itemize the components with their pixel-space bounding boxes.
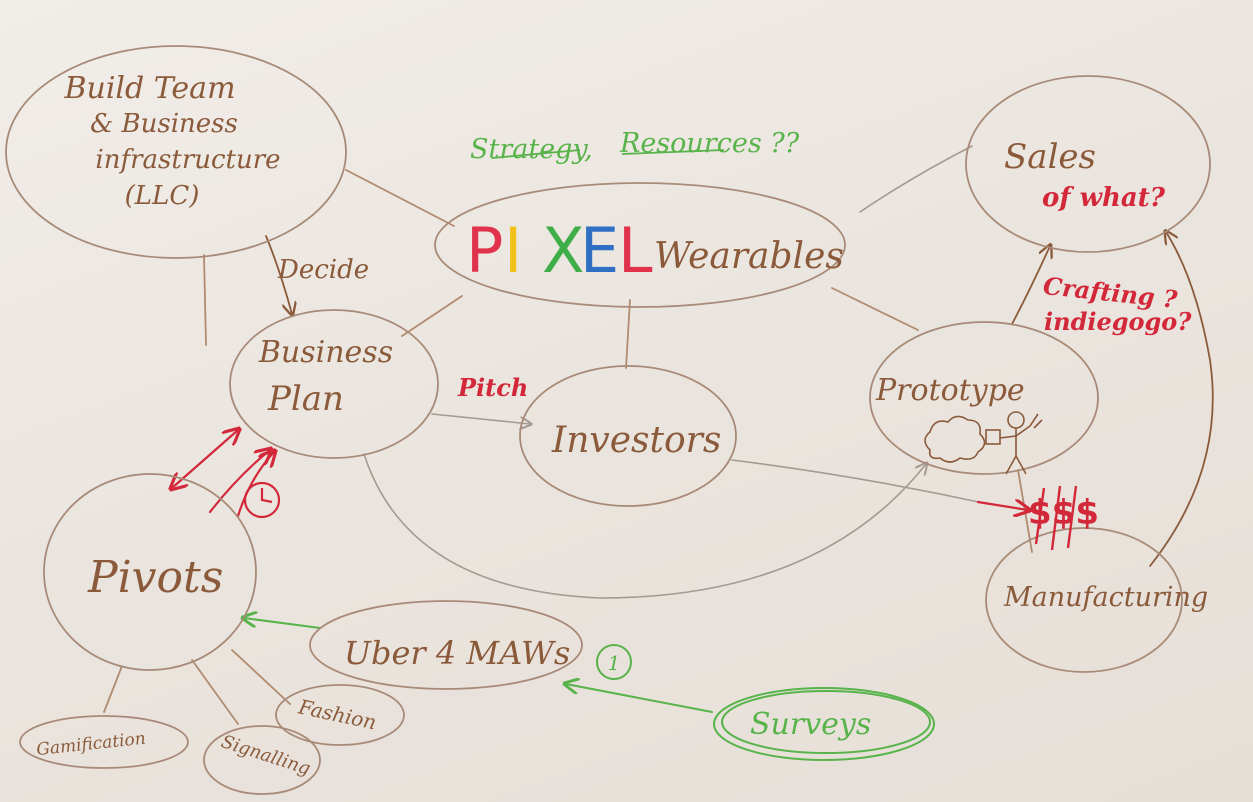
bubble-manufacturing bbox=[985, 527, 1183, 673]
arrow-to-money bbox=[976, 502, 1028, 510]
bubble-prototype bbox=[869, 321, 1099, 475]
prototype-sketch bbox=[924, 411, 1043, 475]
arrow-prototype-to-sales bbox=[1011, 246, 1050, 325]
arrow-plan-to-investors bbox=[431, 413, 530, 424]
sales-text: Sales bbox=[1004, 137, 1096, 177]
pixel-letter-p: P bbox=[466, 214, 503, 287]
business-plan-line-1: Business bbox=[258, 335, 393, 370]
connector-pivots-to-fashion bbox=[231, 649, 291, 705]
resources-text: Resources ?? bbox=[619, 128, 800, 159]
uber-text: Uber 4 MAWs bbox=[344, 634, 570, 672]
connector-build-to-title bbox=[345, 169, 455, 227]
bubble-surveys bbox=[713, 687, 935, 761]
surveys-text: Surveys bbox=[750, 707, 871, 742]
build-team-line-4: (LLC) bbox=[125, 181, 200, 211]
arrow-surveys-to-uber bbox=[566, 684, 713, 713]
business-plan-line-2: Plan bbox=[267, 379, 344, 419]
arrow-manufacturing-to-sales bbox=[1149, 232, 1214, 567]
connector-title-to-plan bbox=[401, 295, 463, 337]
bubble-sales bbox=[965, 75, 1211, 253]
decide-arrow bbox=[265, 235, 292, 314]
wearables-text: Wearables bbox=[654, 236, 844, 277]
bubble-investors bbox=[519, 365, 737, 507]
bubble-pivots bbox=[43, 473, 257, 671]
bubble-business-plan bbox=[229, 309, 439, 459]
bubble-title bbox=[434, 182, 846, 308]
pixel-letter-e: E bbox=[580, 214, 619, 287]
money-strokes bbox=[1034, 485, 1078, 551]
pitch-label: Pitch bbox=[457, 373, 528, 402]
strategy-heading: Strategy, Resources ?? bbox=[470, 128, 800, 165]
pixel-letter-l: L bbox=[618, 214, 653, 287]
arrow-uber-to-pivots bbox=[244, 618, 321, 629]
build-team-line-3: infrastructure bbox=[95, 145, 280, 175]
bubble-gamification bbox=[19, 715, 189, 769]
bubble-signalling bbox=[203, 725, 321, 795]
fashion-text: Fashion bbox=[295, 694, 378, 734]
strategy-text: Strategy, bbox=[470, 134, 593, 165]
cloud-icon bbox=[924, 415, 986, 463]
business-plan-text: Business Plan bbox=[258, 335, 393, 419]
pixel-letter-x: X bbox=[542, 214, 584, 287]
person-icon bbox=[985, 411, 1043, 475]
circle-one-badge: 1 bbox=[596, 644, 632, 680]
bubble-build-team bbox=[5, 45, 347, 259]
arrow-plan-loop-to-prototype bbox=[363, 453, 926, 599]
arrow-pivots-to-plan-b bbox=[236, 452, 274, 518]
arrow-pivots-to-plan-a bbox=[208, 450, 270, 514]
pivots-text: Pivots bbox=[87, 552, 223, 603]
decide-label: Decide bbox=[277, 255, 369, 285]
connector-pivots-to-signalling bbox=[191, 659, 239, 725]
connector-pivots-to-gamification bbox=[103, 665, 123, 713]
bubble-fashion bbox=[275, 684, 405, 746]
build-team-text: Build Team & Business infrastructure (LL… bbox=[63, 71, 280, 211]
prototype-text: Prototype bbox=[875, 373, 1025, 408]
gamification-text: Gamification bbox=[35, 729, 146, 760]
connector-investors-to-money bbox=[731, 459, 989, 505]
connector-to-sales bbox=[859, 145, 973, 213]
indiegogo-label: indiegogo? bbox=[1044, 307, 1192, 336]
investors-text: Investors bbox=[551, 420, 721, 461]
pixel-letter-i: I bbox=[504, 214, 522, 287]
manufacturing-text: Manufacturing bbox=[1003, 582, 1208, 613]
clock-icon bbox=[243, 481, 281, 519]
build-team-line-2: & Business bbox=[90, 109, 238, 139]
connector-build-down-line bbox=[203, 254, 207, 346]
bubbles bbox=[5, 45, 1211, 795]
build-team-line-1: Build Team bbox=[63, 71, 235, 106]
sales-question-text: of what? bbox=[1042, 183, 1166, 213]
circle-one-text: 1 bbox=[608, 651, 621, 675]
connector-title-to-prototype bbox=[831, 287, 919, 331]
connector-title-to-investors bbox=[625, 299, 631, 369]
bubble-uber bbox=[309, 600, 583, 690]
